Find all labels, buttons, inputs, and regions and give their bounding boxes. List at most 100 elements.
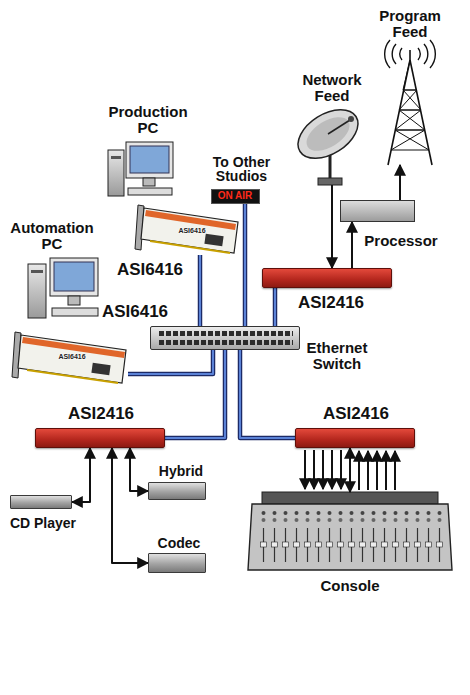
device-label: Production PC	[103, 104, 193, 136]
on-air-sign: To Other StudiosON AIR	[211, 189, 260, 204]
pc-stand	[143, 178, 155, 186]
device-label: Hybrid	[159, 464, 203, 479]
console-node: Console	[248, 492, 452, 570]
processor-unit: Processor	[340, 200, 415, 222]
cable-outline	[128, 350, 213, 374]
device-label: Automation PC	[7, 220, 97, 252]
device-label: ASI2416	[323, 405, 389, 423]
pc-drive	[111, 156, 121, 159]
ethernet-cable	[200, 255, 201, 326]
dish-feed-arm	[328, 120, 350, 134]
interface-unit: ASI2416	[295, 428, 415, 448]
audio-arrow	[367, 451, 369, 490]
device-label: Console	[320, 578, 379, 594]
sign-text: ON AIR	[218, 191, 253, 202]
cd-player-unit: CD Player	[10, 495, 72, 509]
satellite-dish	[289, 100, 366, 185]
pc-stand	[68, 296, 80, 305]
device-label: Program Feed	[370, 8, 450, 40]
pc-tower	[28, 264, 46, 318]
card-edge-connector	[27, 370, 118, 383]
cable-core	[244, 204, 246, 327]
device-label: ASI6416	[117, 261, 183, 279]
audio-connector	[332, 185, 333, 268]
dish-reflector	[289, 100, 366, 169]
audio-line	[349, 448, 351, 492]
cable-outline	[273, 288, 278, 326]
device-label: CD Player	[10, 516, 76, 531]
device-label: To Other Studios	[205, 155, 279, 184]
cable-core	[128, 350, 213, 374]
sound-card	[135, 205, 238, 253]
audio-line	[72, 448, 90, 502]
audio-connector	[400, 165, 401, 200]
dish-base	[318, 178, 342, 185]
pc-monitor	[50, 258, 98, 296]
cable-core	[165, 350, 225, 438]
radio-tower	[385, 40, 436, 165]
device-label: Network Feed	[292, 72, 372, 104]
tower-bracing	[391, 60, 429, 150]
pc-keyboard	[128, 188, 172, 195]
audio-line	[331, 185, 333, 268]
card-chip	[204, 234, 223, 246]
dish-feed	[348, 116, 354, 122]
device-label: ASI2416	[68, 405, 134, 423]
audio-line	[112, 448, 148, 563]
card-edge-connector	[150, 241, 230, 253]
console-faders	[258, 508, 445, 566]
audio-arrow	[331, 450, 333, 489]
audio-connector	[112, 448, 148, 563]
production-pc	[108, 142, 173, 196]
automation-pc	[28, 258, 98, 318]
ethernet-switch: Ethernet Switch	[150, 326, 300, 350]
ethernet-cable	[245, 204, 246, 327]
dish-node: Network Feed	[292, 108, 372, 185]
cable-outline	[198, 255, 203, 326]
cable-core	[274, 288, 276, 326]
device-label: ASI6416	[102, 303, 168, 321]
card-chip	[91, 363, 110, 375]
device-label: Ethernet Switch	[304, 340, 370, 372]
audio-line	[351, 222, 353, 268]
card-print: ASI6416	[58, 353, 85, 360]
audio-connector	[72, 448, 90, 502]
pc-screen	[130, 146, 169, 173]
audio-arrow	[304, 450, 306, 489]
device-label: Codec	[158, 536, 201, 551]
audio-arrow	[385, 451, 387, 490]
cable-outline	[243, 204, 248, 327]
antenna-node: Program Feed	[380, 50, 440, 165]
audio-arrow	[394, 451, 396, 490]
console-meter-bridge	[262, 492, 438, 504]
audio-arrow	[313, 450, 315, 489]
audio-line	[130, 448, 148, 491]
audio-connector	[130, 448, 148, 491]
codec-unit: Codec	[148, 553, 206, 573]
card-board	[141, 208, 238, 253]
card-board	[18, 335, 126, 383]
cable-core	[199, 255, 201, 326]
sound-card	[12, 332, 126, 383]
card-stripe	[145, 210, 236, 230]
radio-waves	[385, 40, 436, 68]
interface-unit: ASI2416	[35, 428, 165, 448]
card-print: ASI6416	[178, 227, 205, 234]
hybrid-unit: Hybrid	[148, 482, 206, 500]
pc-monitor	[126, 142, 173, 178]
cable-outline	[240, 350, 295, 438]
audio-arrow	[376, 451, 378, 490]
pc-screen	[54, 262, 94, 291]
device-label: ASI2416	[298, 294, 364, 312]
pc-tower	[108, 150, 124, 196]
ethernet-cable	[275, 288, 276, 326]
computer-node: Production PC	[108, 142, 174, 198]
cable-core	[240, 350, 295, 438]
audio-arrow	[358, 451, 360, 490]
pc-keyboard	[52, 308, 98, 316]
mixing-console	[248, 492, 452, 570]
computer-node: Automation PC	[28, 258, 100, 320]
audio-connector	[350, 448, 351, 492]
ethernet-cable	[165, 350, 225, 438]
